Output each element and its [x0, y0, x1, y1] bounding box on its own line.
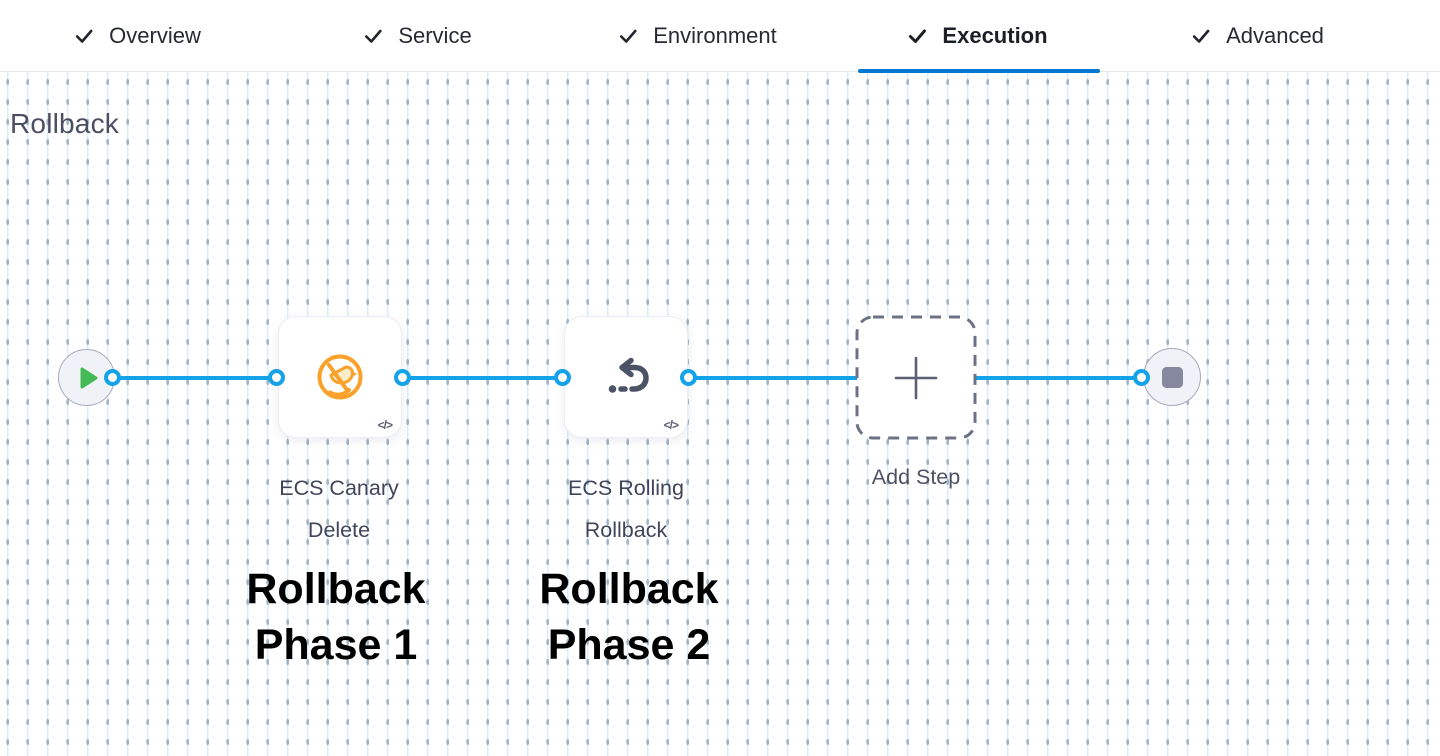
step-name-ecs-canary-delete: ECS Canary Delete: [279, 476, 399, 542]
section-title-rollback: Rollback: [10, 108, 119, 139]
tab-label: Environment: [653, 22, 777, 48]
add-step-button[interactable]: [855, 315, 977, 440]
tab-label: Overview: [109, 22, 201, 48]
tab-label: Service: [398, 22, 472, 48]
canary-delete-icon: [317, 354, 363, 400]
rolling-rollback-icon: [608, 357, 649, 393]
play-icon: [80, 367, 98, 388]
connector-port[interactable]: [104, 369, 121, 386]
step-card-ecs-rolling-rollback[interactable]: </>: [564, 316, 688, 438]
connector-port[interactable]: [1133, 369, 1150, 386]
check-icon: [365, 29, 382, 43]
stop-icon: [1161, 366, 1183, 388]
check-icon: [75, 29, 93, 43]
check-icon: [619, 29, 637, 43]
plus-icon: [894, 356, 938, 400]
check-icon: [908, 29, 926, 43]
pipeline-end-node[interactable]: [1143, 348, 1201, 406]
code-icon: </>: [377, 418, 393, 432]
setup-tab-bar: Overview Service Environment Execution A…: [0, 0, 1440, 73]
tab-overview[interactable]: Overview: [73, 0, 201, 71]
annotation-rollback-phase-2: Rollback Phase 2: [539, 565, 719, 669]
connector-port[interactable]: [554, 369, 571, 386]
step-name-ecs-rolling-rollback: ECS Rolling Rollback: [568, 476, 684, 542]
connector-port[interactable]: [394, 369, 411, 386]
check-icon: [1192, 29, 1210, 43]
execution-canvas[interactable]: Rollback </>: [0, 72, 1440, 756]
connector-port[interactable]: [680, 369, 697, 386]
tab-service[interactable]: Service: [362, 0, 472, 71]
tab-label: Execution: [942, 22, 1048, 48]
tab-execution[interactable]: Execution: [906, 0, 1048, 71]
connector-port[interactable]: [268, 369, 285, 386]
code-icon: </>: [663, 418, 679, 432]
pipeline-start-node[interactable]: [58, 349, 115, 406]
annotation-rollback-phase-1: Rollback Phase 1: [246, 565, 426, 669]
active-tab-indicator: [858, 68, 1100, 73]
step-card-ecs-canary-delete[interactable]: </>: [278, 316, 402, 438]
tab-label: Advanced: [1226, 22, 1324, 48]
tab-environment[interactable]: Environment: [617, 0, 777, 71]
tab-advanced[interactable]: Advanced: [1190, 0, 1324, 71]
add-step-label: Add Step: [871, 465, 961, 489]
